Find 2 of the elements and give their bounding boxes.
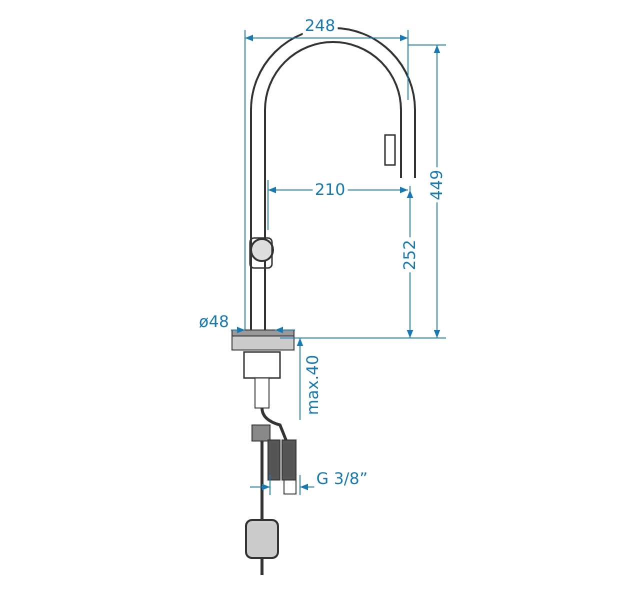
dimension-label: 248	[302, 17, 338, 35]
dimension-label: ø48	[196, 313, 232, 331]
